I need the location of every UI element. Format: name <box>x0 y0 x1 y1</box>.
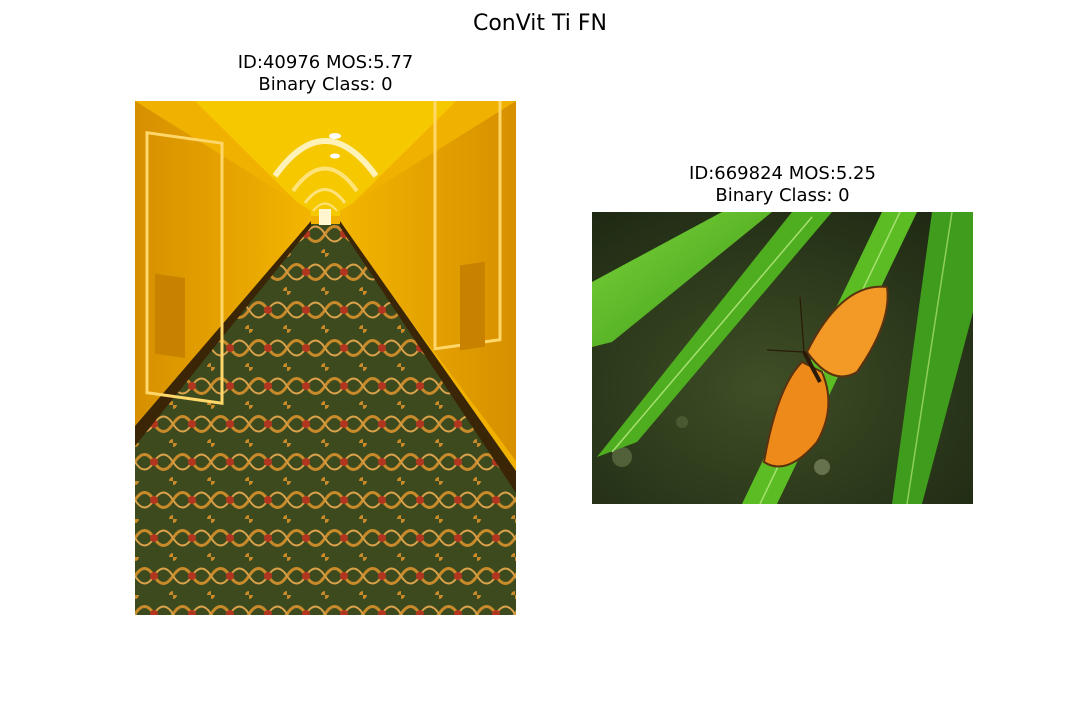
panel-1-id-line: ID:40976 MOS:5.77 <box>237 52 414 73</box>
hallway-image <box>135 101 516 615</box>
panel-2-id-line: ID:669824 MOS:5.25 <box>689 163 876 184</box>
butterfly-image <box>592 212 973 504</box>
figure-title: ConVit Ti FN <box>472 11 608 36</box>
panel-1-title: ID:40976 MOS:5.77 Binary Class: 0 <box>135 52 516 96</box>
panel-2-class-line: Binary Class: 0 <box>715 185 850 206</box>
panel-1-class-line: Binary Class: 0 <box>258 74 393 95</box>
panel-2-title: ID:669824 MOS:5.25 Binary Class: 0 <box>592 163 973 207</box>
butterfly <box>762 285 889 468</box>
